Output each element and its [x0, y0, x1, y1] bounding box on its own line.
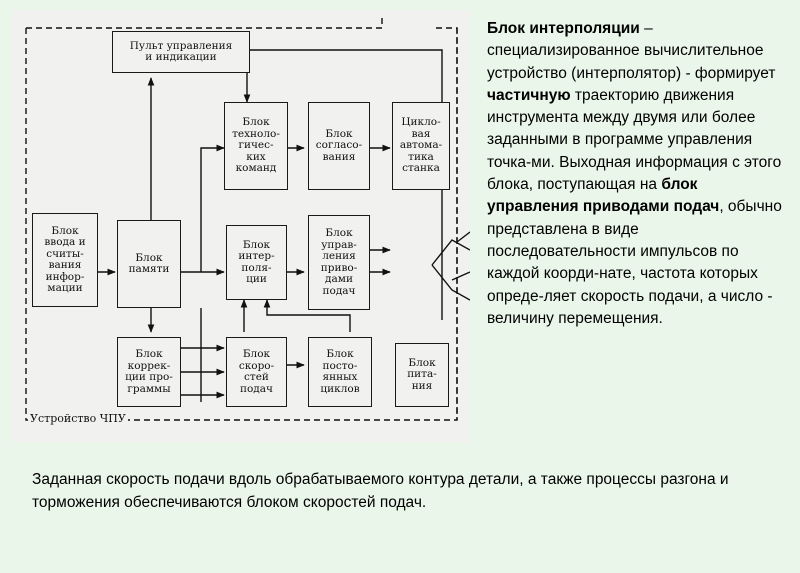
term-partial: частичную	[487, 86, 571, 104]
block-feed-speeds: Блок скоро- стей подач	[226, 337, 287, 407]
term-interpolation-block: Блок интерполяции	[487, 20, 640, 37]
block-tech-commands: Блок техноло- гичес- ких команд	[224, 102, 288, 190]
block-cycle-automation: Цикло- вая автома- тика станка	[392, 102, 450, 190]
description-part-3: , обычно представлена в виде последовате…	[487, 198, 782, 327]
block-control-panel: Пульт управления и индикации	[112, 31, 250, 73]
block-program-correction: Блок коррек- ции про- граммы	[117, 337, 181, 407]
interpolation-description: Блок интерполяции – специализированное в…	[487, 18, 787, 330]
description-part-1: – специализированное вычислительное устр…	[487, 20, 776, 82]
block-power-supply: Блок пита- ния	[395, 343, 449, 407]
block-matching: Блок согласо- вания	[308, 102, 370, 190]
block-feed-drive-control: Блок управ- ления приво- дами подач	[308, 215, 370, 310]
block-interpolation: Блок интер- поля- ции	[226, 225, 287, 300]
feed-speed-note: Заданная скорость подачи вдоль обрабатыв…	[32, 471, 729, 511]
block-fixed-cycles: Блок посто- янных циклов	[308, 337, 372, 407]
frame-label: Устройство ЧПУ	[28, 412, 128, 425]
description-part-2: траекторию движения инструмента между дв…	[487, 86, 782, 194]
block-memory: Блок памяти	[117, 220, 181, 308]
block-input-reading: Блок ввода и считы- вания инфор- мации	[32, 213, 98, 307]
term-feed-drive-block: блок управления приводами подач	[487, 176, 720, 216]
diagram-connections	[25, 17, 470, 421]
block-diagram: Пульт управления и индикации Блок технол…	[12, 10, 470, 442]
